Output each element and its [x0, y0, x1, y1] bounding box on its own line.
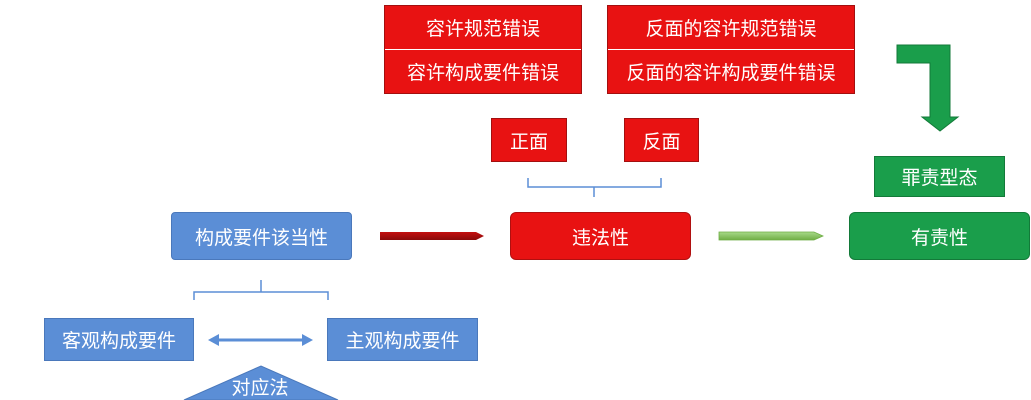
subjective-element-box: 主观构成要件 — [327, 318, 478, 361]
illegality-box: 违法性 — [510, 212, 691, 260]
correspondence-label: 对应法 — [231, 376, 289, 399]
double-arrow-elements — [208, 334, 313, 346]
bracket-elements — [193, 280, 329, 300]
arrow-to-illegality — [380, 232, 484, 240]
arrow-to-culpability — [718, 231, 824, 241]
reverse-allow-element-error-label: 反面的容许构成要件错误 — [626, 61, 836, 84]
bracket-sides — [527, 178, 662, 197]
culpability-form-box: 罪责型态 — [874, 156, 1005, 197]
objective-element-box: 客观构成要件 — [44, 318, 194, 361]
correspondence-triangle — [183, 365, 339, 400]
reverse-box: 反面 — [624, 118, 699, 162]
front-box: 正面 — [491, 118, 567, 162]
culpability-box: 有责性 — [849, 212, 1030, 260]
allow-element-error-label: 容许构成要件错误 — [406, 61, 559, 84]
norm-error-box-right: 反面的容许规范错误 反面的容许构成要件错误 — [607, 5, 855, 94]
norm-error-box-left: 容许规范错误 容许构成要件错误 — [384, 5, 582, 94]
reverse-allow-norm-error-label: 反面的容许规范错误 — [608, 6, 854, 50]
bent-arrow-to-culpability-form — [896, 44, 960, 132]
allow-norm-error-label: 容许规范错误 — [385, 6, 581, 50]
element-conformity-box: 构成要件该当性 — [171, 212, 352, 260]
